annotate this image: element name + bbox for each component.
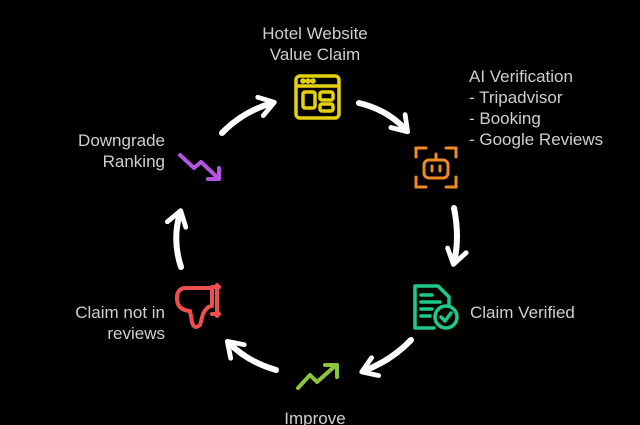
source-item: - Tripadvisor: [469, 88, 563, 107]
downgrade-label: Downgrade Ranking: [78, 130, 165, 172]
arrow-downgrade-to-claim: [219, 94, 277, 136]
arrow-verified-to-improve: [359, 337, 414, 378]
thumbs-down-icon: [174, 283, 221, 329]
arrow-ai-to-verified: [445, 205, 469, 267]
robot-icon: [414, 146, 458, 189]
trend-down-icon: [178, 153, 221, 181]
arrow-improve-to-notinreviews: [224, 338, 279, 373]
claim-not-in-reviews-line2: reviews: [107, 324, 165, 343]
downgrade-line2: Ranking: [102, 152, 165, 171]
hotel-claim-line2: Value Claim: [269, 45, 361, 64]
claim-not-in-reviews-line1: Claim not in: [75, 303, 165, 322]
source-item: - Booking: [469, 109, 541, 128]
ai-verification-title: AI Verification: [469, 67, 573, 86]
downgrade-line1: Downgrade: [78, 131, 165, 150]
claim-not-in-reviews-label: Claim not in reviews: [75, 302, 165, 344]
hotel-claim-line1: Hotel Website: [262, 24, 368, 43]
arrow-notinreviews-to-downgrade: [164, 208, 189, 270]
ai-verification-label: AI Verification - Tripadvisor - Booking …: [469, 66, 603, 150]
source-item: - Google Reviews: [469, 130, 604, 149]
website-icon: [294, 74, 341, 120]
hotel-claim-label: Hotel Website Value Claim: [262, 23, 368, 65]
improve-label: Improve: [284, 409, 346, 425]
claim-verified-label: Claim Verified: [470, 303, 575, 322]
verified-document-icon: [413, 284, 459, 330]
arrow-claim-to-ai: [356, 100, 411, 135]
trend-up-icon: [296, 363, 339, 390]
